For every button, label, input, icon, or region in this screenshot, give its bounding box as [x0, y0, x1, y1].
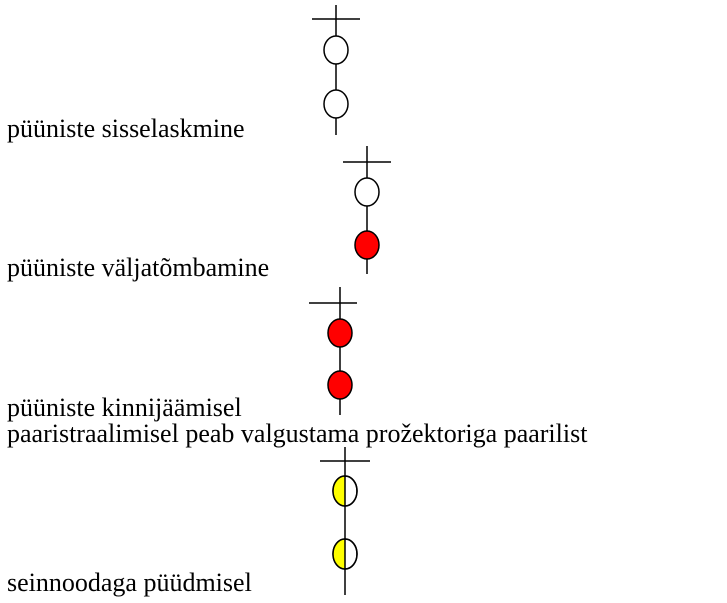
- upper-light-white: [354, 177, 380, 207]
- caption-seine-fishing: seinnoodaga püüdmisel: [7, 568, 252, 597]
- upper-light-red: [327, 318, 353, 348]
- caption-setting-traps: püüniste sisselaskmine: [7, 114, 245, 143]
- lower-light-white: [323, 89, 349, 119]
- signal-mast-4: [320, 447, 370, 595]
- caption-hauling-traps: püüniste väljatõmbamine: [7, 253, 270, 282]
- caption-traps-fouled: püüniste kinnijäämisel: [7, 393, 242, 422]
- signal-mast-3: [309, 287, 357, 415]
- upper-light-yellow-half: [333, 476, 345, 506]
- signal-mast-2: [343, 146, 391, 274]
- signal-mast-1: [312, 5, 360, 135]
- upper-light-white: [323, 35, 349, 65]
- caption-pair-trawling: paaristraalimisel peab valgustama prožek…: [7, 419, 588, 448]
- lower-light-red: [327, 370, 353, 400]
- lower-light-yellow-half: [333, 539, 345, 569]
- lower-light-red: [354, 230, 380, 260]
